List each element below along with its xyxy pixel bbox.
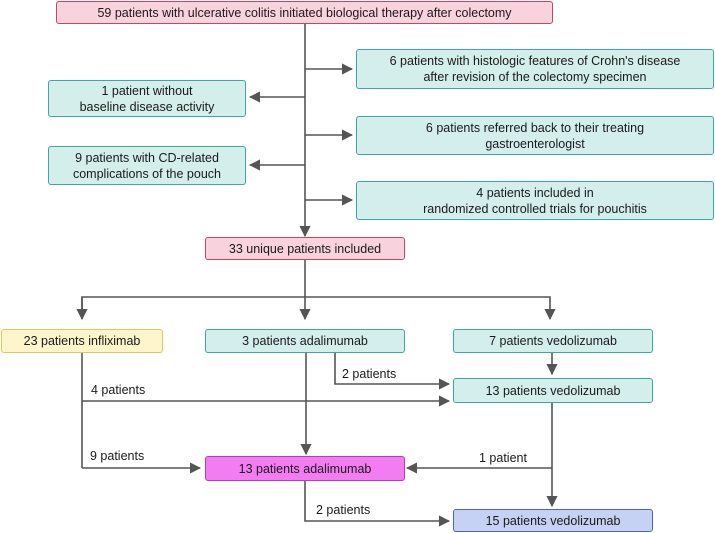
edge-label-vedo-to-ada: 1 patient: [479, 451, 527, 465]
rct-box: 4 patients included in randomized contro…: [356, 181, 714, 220]
adalimumab-initial-box: 3 patients adalimumab: [205, 329, 405, 353]
adalimumab-final-text: 13 patients adalimumab: [238, 461, 372, 476]
included-text: 33 unique patients included: [228, 241, 382, 256]
edge-label-ifx-to-vedo: 4 patients: [91, 383, 146, 397]
start-text: 59 patients with ulcerative colitis init…: [97, 5, 512, 20]
edge-label-ada-to-vedo-final: 2 patients: [316, 503, 371, 517]
adalimumab-initial-text: 3 patients adalimumab: [242, 334, 368, 348]
vedolizumab-final-text: 15 patients vedolizumab: [485, 513, 621, 528]
crohns-histology-line1: 6 patients with histologic features of C…: [389, 54, 681, 68]
no-activity-line2: baseline disease activity: [79, 99, 215, 114]
edge-label-ifx-to-ada: 9 patients: [90, 449, 145, 463]
vedolizumab-initial-text: 7 patients vedolizumab: [489, 334, 617, 348]
crohns-histology-line2: after revision of the colectomy specimen: [423, 70, 647, 84]
cd-complications-line2: complications of the pouch: [72, 166, 221, 181]
crohns-histology-box: 6 patients with histologic features of C…: [356, 49, 714, 89]
cd-complications-box: 9 patients with CD-related complications…: [48, 146, 246, 185]
referred-back-box: 6 patients referred back to their treati…: [356, 116, 714, 155]
vedolizumab-initial-box: 7 patients vedolizumab: [453, 329, 653, 353]
vedolizumab-mid-text: 13 patients vedolizumab: [485, 383, 621, 398]
adalimumab-final-box: 13 patients adalimumab: [205, 456, 405, 481]
no-activity-line1: 1 patient without: [101, 83, 193, 98]
referred-back-line2: gastroenterologist: [485, 136, 585, 151]
split-bar: [81, 296, 556, 321]
rct-line2: randomized controlled trials for pouchit…: [423, 201, 647, 216]
no-activity-box: 1 patient without baseline disease activ…: [48, 80, 246, 117]
ada-final-to-vedo-final: [304, 481, 451, 527]
cd-complications-line1: 9 patients with CD-related: [75, 150, 219, 165]
vedolizumab-mid-box: 13 patients vedolizumab: [453, 378, 653, 403]
ada-to-vedo-mid: [334, 353, 451, 390]
infliximab-box: 23 patients infliximab: [1, 329, 163, 353]
start-box: 59 patients with ulcerative colitis init…: [56, 1, 553, 24]
referred-back-line1: 6 patients referred back to their treati…: [425, 120, 645, 135]
infliximab-text: 23 patients infliximab: [23, 334, 141, 348]
rct-line1: 4 patients included in: [476, 185, 594, 200]
included-box: 33 unique patients included: [205, 237, 405, 260]
vedolizumab-final-box: 15 patients vedolizumab: [453, 509, 653, 532]
edge-label-ada-to-vedo: 2 patients: [342, 367, 397, 381]
